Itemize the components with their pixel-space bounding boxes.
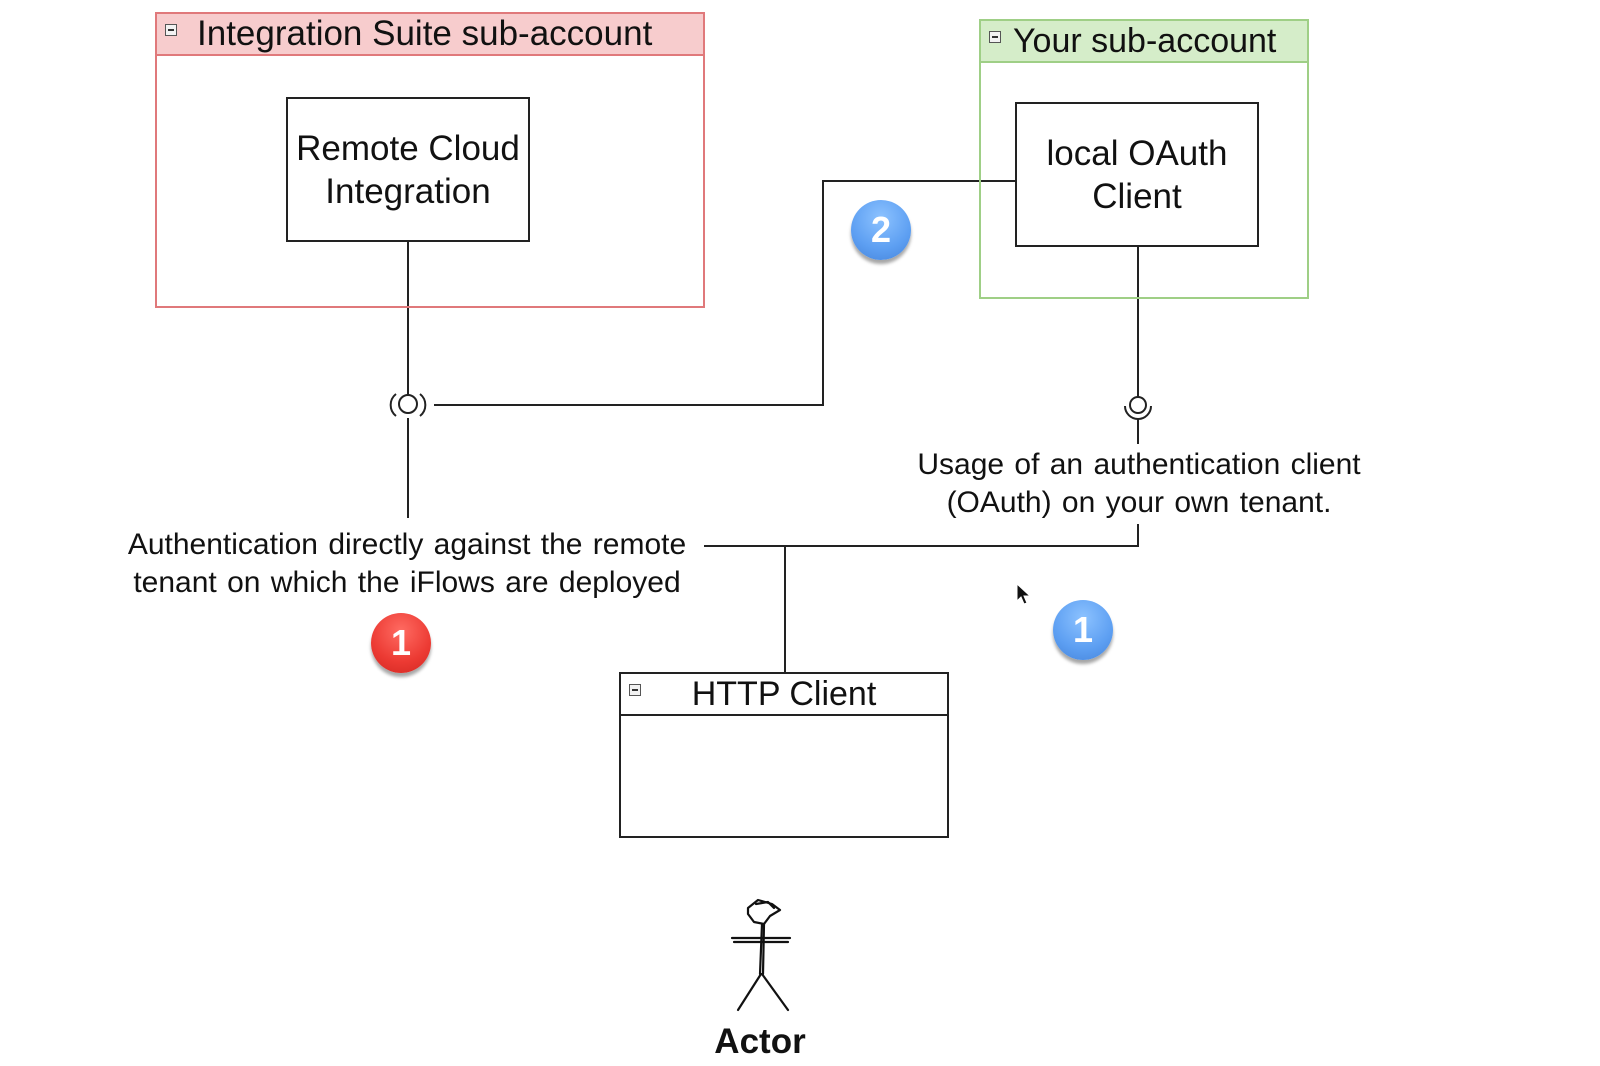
mouse-cursor-icon — [1016, 583, 1032, 605]
http-client-header: HTTP Client — [621, 674, 947, 716]
collapse-icon[interactable] — [989, 31, 1001, 43]
remote-required-socket-right — [419, 393, 427, 417]
actor-label: Actor — [714, 1022, 806, 1061]
remote-required-socket — [389, 393, 397, 417]
http-client-component[interactable]: HTTP Client — [619, 672, 949, 838]
oauth-usage-note: Usage of an authentication client (OAuth… — [917, 448, 1361, 519]
collapse-icon[interactable] — [165, 24, 177, 36]
http-to-oauth-line — [700, 524, 1139, 547]
your-subaccount-header: Your sub-account — [981, 21, 1307, 63]
direct-authentication-note: Authentication directly against the remo… — [110, 526, 704, 602]
step-1-blue-badge: 1 — [1053, 600, 1113, 660]
your-subaccount-package: Your sub-account — [979, 19, 1309, 299]
remote-cloud-integration-component[interactable]: Remote Cloud Integration — [286, 97, 530, 242]
integration-suite-header: Integration Suite sub-account — [157, 14, 703, 56]
integration-suite-title: Integration Suite sub-account — [197, 14, 653, 53]
oauth-provided-interface — [1129, 396, 1147, 414]
http-client-title: HTTP Client — [691, 675, 877, 713]
oauth-to-remote-line — [434, 180, 1015, 406]
collapse-icon[interactable] — [629, 684, 641, 696]
option-1-red-badge: 1 — [371, 613, 431, 673]
integration-suite-subaccount-package: Integration Suite sub-account — [155, 12, 705, 308]
remote-provided-interface — [398, 394, 418, 414]
actor-stick-figure-icon — [730, 898, 792, 1012]
local-oauth-client-component[interactable]: local OAuth Client — [1015, 102, 1259, 247]
your-subaccount-title: Your sub-account — [1013, 22, 1277, 60]
step-2-blue-badge: 2 — [851, 200, 911, 260]
